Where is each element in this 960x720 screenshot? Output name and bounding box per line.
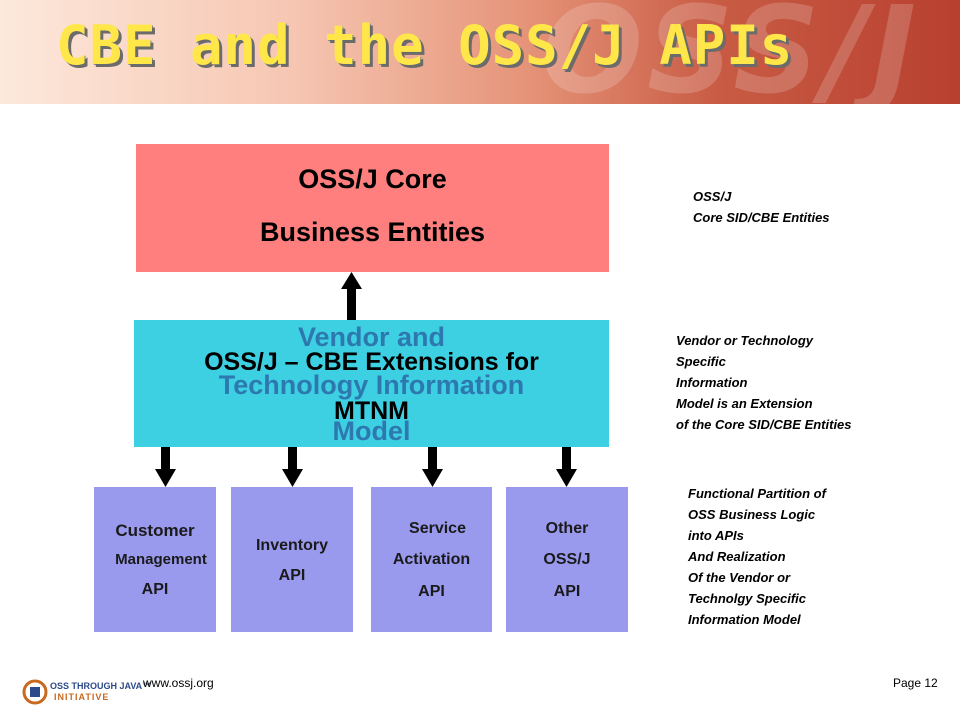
note-line: Technolgy Specific — [688, 591, 806, 606]
page-number: Page 12 — [893, 676, 938, 690]
api-box-line: API — [418, 583, 445, 600]
core-business-entities-box: OSS/J Core Business Entities — [136, 144, 609, 272]
logo-text-line2: INITIATIVE — [54, 692, 110, 702]
note-line: Specific — [676, 354, 726, 369]
api-box-line: Activation — [392, 551, 471, 568]
note-line: of the Core SID/CBE Entities — [676, 417, 852, 432]
note-line: Vendor or Technology — [676, 333, 813, 348]
cbe-extensions-box: Vendor and Technology Information Model … — [134, 320, 609, 447]
ext-bg-line2: Technology Information — [218, 370, 525, 400]
footer-url-link[interactable]: www.ossj.org — [143, 676, 214, 690]
note-line: Model is an Extension — [676, 396, 813, 411]
note-line: Information — [676, 375, 748, 390]
note-line: Core SID/CBE Entities — [693, 210, 830, 225]
note-apis: Functional Partition of OSS Business Log… — [688, 483, 826, 630]
api-box-line: Management — [115, 551, 207, 568]
note-extension: Vendor or Technology Specific Informatio… — [676, 330, 852, 435]
api-box-line: Other — [545, 520, 589, 537]
api-box-line: OSS/J — [543, 551, 591, 568]
note-line: into APIs — [688, 528, 744, 543]
down-arrow-icon — [282, 447, 303, 487]
service-activation-api-box: Service Activation API — [371, 487, 492, 632]
inventory-api-box: Inventory API — [231, 487, 353, 632]
note-core: OSS/J Core SID/CBE Entities — [693, 186, 830, 228]
customer-management-api-box: Customer Management API — [94, 487, 216, 632]
down-arrow-icon — [422, 447, 443, 487]
other-ossj-api-box: Other OSS/J API — [506, 487, 628, 632]
note-line: OSS/J — [693, 189, 732, 204]
up-arrow-icon — [341, 272, 362, 320]
ext-fg-line2: MTNM — [334, 397, 409, 425]
down-arrow-icon — [556, 447, 577, 487]
note-line: Functional Partition of — [688, 486, 826, 501]
ossj-logo-icon — [22, 679, 48, 705]
note-line: And Realization — [688, 549, 786, 564]
background-logo: OSS/J — [540, 0, 920, 104]
api-box-line: API — [553, 583, 581, 600]
ext-bg-line1: Vendor and — [297, 322, 446, 352]
ext-fg-line1: OSS/J – CBE Extensions for — [204, 348, 539, 376]
api-box-line: API — [278, 567, 306, 584]
slide-title: CBE and the OSS/J APIs — [56, 14, 794, 77]
title-banner: OSS/J — [0, 0, 960, 104]
ossj-initiative-logo: OSS THROUGH JAVA™ INITIATIVE — [20, 678, 151, 713]
down-arrow-icon — [155, 447, 176, 487]
core-box-line1: OSS/J Core — [298, 164, 447, 194]
api-box-line: Customer — [115, 521, 195, 540]
ext-bg-line3: Model — [332, 416, 411, 446]
api-box-line: Inventory — [255, 537, 328, 554]
api-box-line: Service — [409, 520, 466, 537]
note-line: OSS Business Logic — [688, 507, 816, 522]
core-box-line2: Business Entities — [259, 217, 486, 247]
logo-text-line1: OSS THROUGH JAVA™ — [50, 681, 152, 691]
note-line: Of the Vendor or — [688, 570, 791, 585]
api-box-line: API — [141, 581, 169, 598]
note-line: Information Model — [688, 612, 801, 627]
